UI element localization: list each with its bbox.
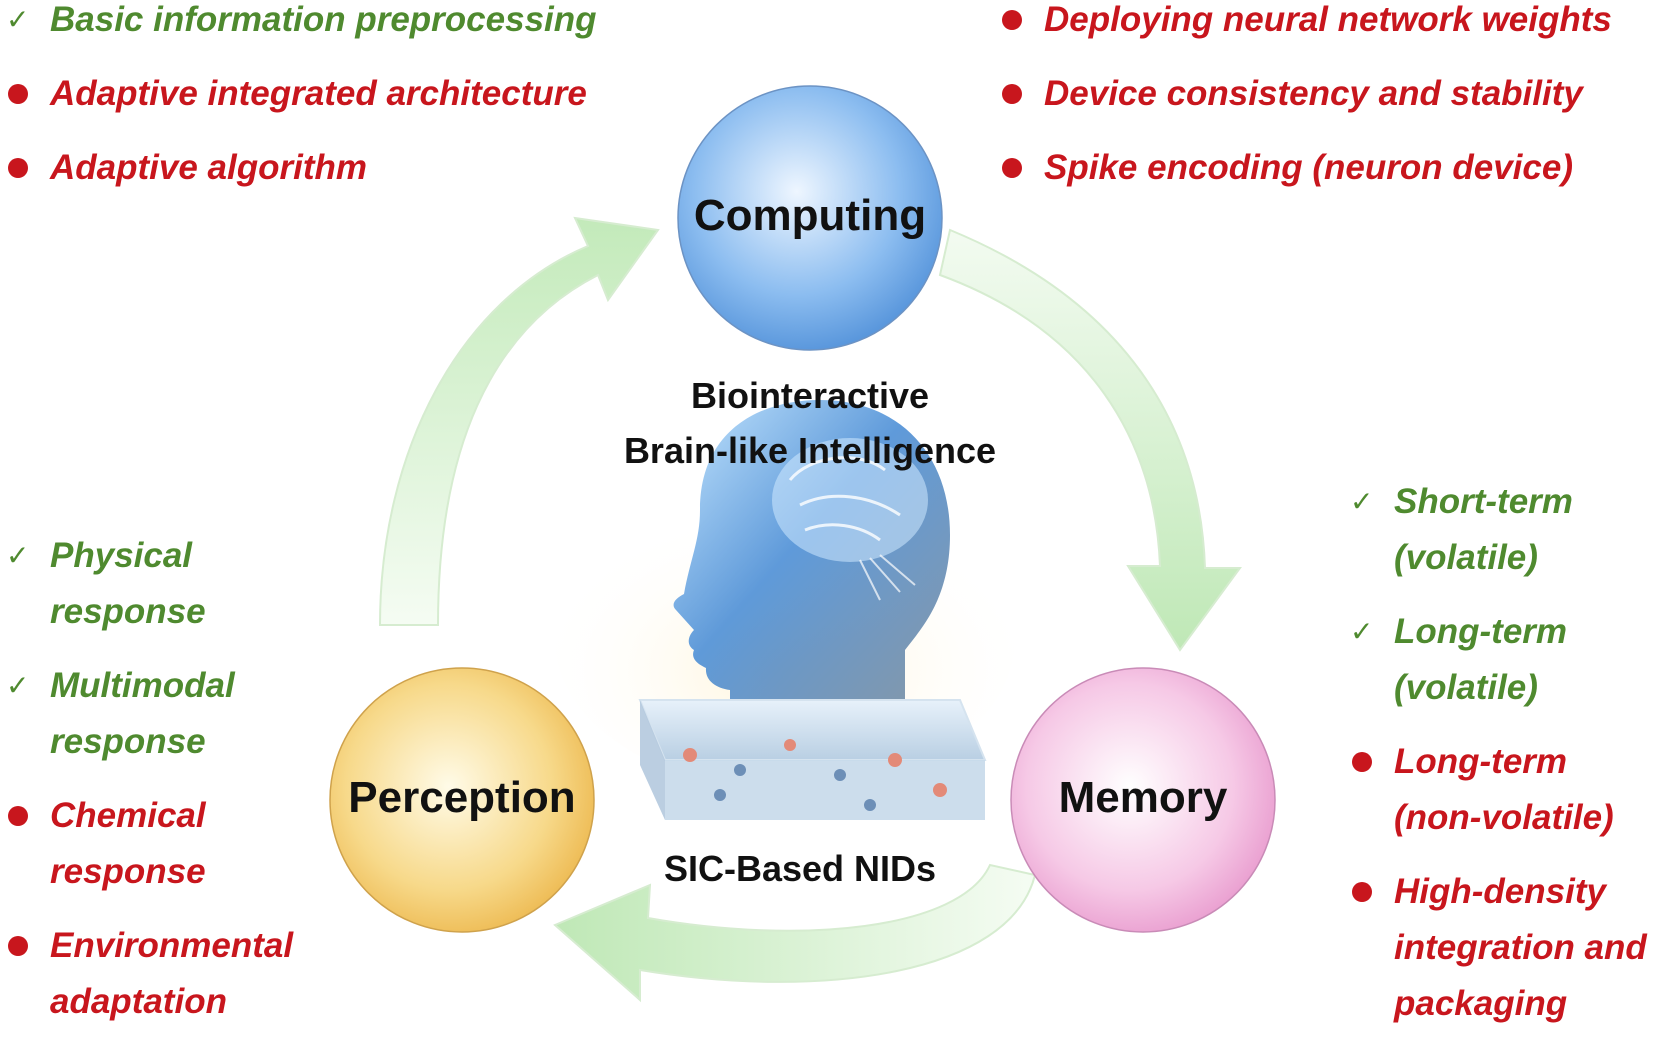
list-item: ✓ Multimodal response [4, 658, 293, 770]
checkmark-icon: ✓ [6, 4, 30, 35]
center-title-line2: Brain-like Intelligence [623, 430, 997, 471]
list-item-text: Environmental [50, 926, 294, 965]
list-item-text: Chemical [50, 796, 206, 835]
list-item-text: packaging [1394, 984, 1568, 1023]
list-item-text: Spike encoding (neuron device) [1044, 148, 1573, 187]
list-item: ✓ Physical response [4, 528, 293, 640]
checkmark-icon: ✓ [6, 670, 30, 701]
device-label: SIC-Based NIDs [663, 848, 937, 889]
list-item: Environmental adaptation [4, 918, 293, 1030]
node-computing: Computing [677, 85, 943, 351]
list-item-text: Short-term [1394, 482, 1573, 521]
list-item-text: Deploying neural network weights [1044, 0, 1612, 39]
list-item-text: (non-volatile) [1394, 798, 1614, 837]
list-item-text: Physical [50, 536, 193, 575]
node-memory: Memory [1010, 667, 1276, 933]
list-item-text: Basic information preprocessing [50, 0, 597, 39]
perception-label: Perception [348, 773, 575, 822]
list-item-text: adaptation [50, 982, 227, 1021]
list-item-text: High-density [1394, 872, 1606, 911]
list-item: ✓ Long-term (volatile) [1348, 604, 1647, 716]
list-item-text: Multimodal [50, 666, 235, 705]
arrow-perception-to-computing [378, 216, 660, 626]
list-item-text: (volatile) [1394, 538, 1538, 577]
list-item: ✓ Short-term (volatile) [1348, 474, 1647, 586]
list-item-text: Adaptive algorithm [50, 148, 367, 187]
list-item-text: Device consistency and stability [1044, 74, 1583, 113]
arrow-computing-to-memory [938, 228, 1242, 652]
list-item: Adaptive algorithm [4, 140, 597, 196]
memory-list: ✓ Short-term (volatile) ✓ Long-term (volatile… [1348, 474, 1647, 1050]
list-item-text: response [50, 722, 206, 761]
list-item-text: Long-term [1394, 742, 1568, 781]
checkmark-icon: ✓ [1350, 616, 1374, 647]
list-item: Device consistency and stability [998, 66, 1612, 122]
sic-slab-illustration [638, 699, 987, 820]
checkmark-icon: ✓ [6, 540, 30, 571]
list-item-text: (volatile) [1394, 668, 1538, 707]
list-item-text: response [50, 592, 206, 631]
node-perception: Perception [329, 667, 595, 933]
list-item: Long-term (non-volatile) [1348, 734, 1647, 846]
list-item: Spike encoding (neuron device) [998, 140, 1612, 196]
arrow-memory-to-perception [553, 863, 1037, 1003]
list-item: High-density integration and packaging [1348, 864, 1647, 1032]
list-item: Deploying neural network weights [998, 0, 1612, 48]
list-item-text: Long-term [1394, 612, 1568, 651]
list-item: ✓ Basic information preprocessing [4, 0, 597, 48]
memory-label: Memory [1059, 773, 1228, 822]
list-item: Chemical response [4, 788, 293, 900]
brain-head-illustration [673, 400, 950, 715]
list-item-text: Adaptive integrated architecture [50, 74, 587, 113]
computing-label: Computing [694, 191, 926, 240]
list-item-text: integration and [1394, 928, 1647, 967]
checkmark-icon: ✓ [1350, 486, 1374, 517]
center-title-line1: Biointeractive [690, 375, 930, 416]
list-item-text: response [50, 852, 206, 891]
list-item: Adaptive integrated architecture [4, 66, 597, 122]
